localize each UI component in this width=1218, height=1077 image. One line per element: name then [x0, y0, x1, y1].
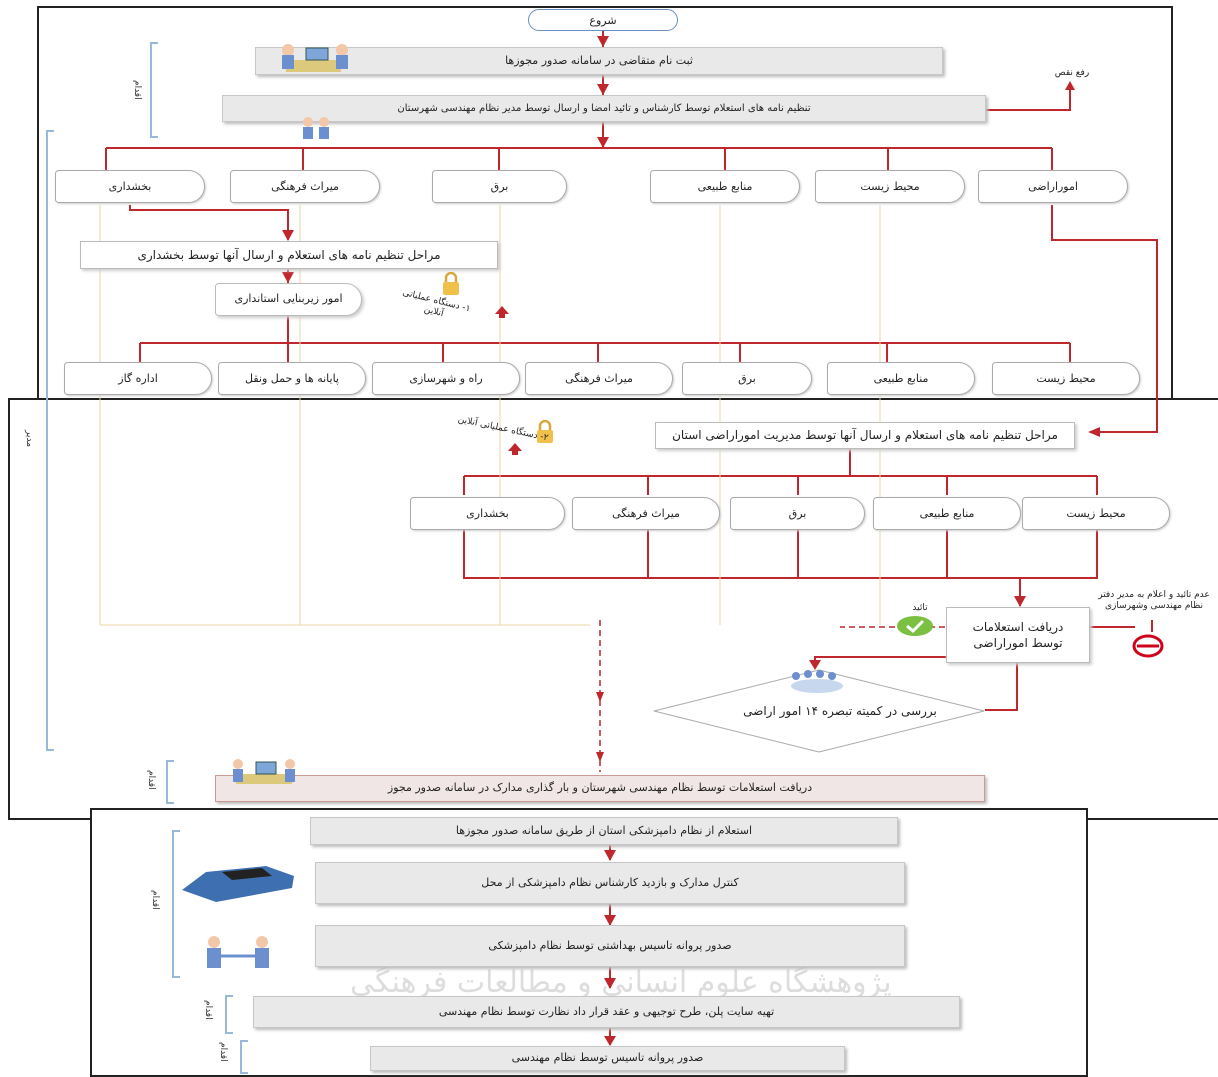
- control-docs-label: کنترل مدارک و بازدید کارشناس نظام دامپزش…: [481, 875, 739, 889]
- health-license-step: صدور پروانه تاسیس بهداشتی توسط نظام دامپ…: [315, 925, 905, 967]
- dept-gov-terminals: پایانه ها و حمل ونقل: [218, 362, 366, 395]
- people-computer-icon-2: [233, 759, 295, 784]
- dept-gov-environment: محیط زیست: [992, 362, 1140, 395]
- check-icon: [897, 616, 933, 636]
- dept-top-natural-resources: منابع طبیعی: [650, 170, 800, 203]
- watermark-text: پژوهشگاه علوم انسانی و مطالعات فرهنگی: [350, 965, 892, 1000]
- governorate-label: امور زیربنایی استانداری: [234, 292, 343, 306]
- phase-bracket-2: [46, 130, 54, 751]
- register-step: ثبت نام متقاضی در سامانه صدور مجوزها: [255, 47, 943, 75]
- commission-label: بررسی در کمیته تبصره ۱۴ امور اراضی: [743, 703, 937, 718]
- dept-gov-natural-resources: منابع طبیعی: [827, 362, 975, 395]
- vet-inquiry-label: استعلام از نظام دامپزشکی استان از طریق س…: [455, 823, 753, 837]
- dept-gov-roads: راه و شهرسازی: [372, 362, 520, 395]
- dept-top-heritage: میراث فرهنگی: [230, 170, 380, 203]
- site-plan-step: تهیه سایت پلن، طرح توجیهی و عقد قرار داد…: [253, 996, 960, 1028]
- people-icon: [303, 117, 329, 139]
- land-steps: مراحل تنظیم نامه های استعلام و ارسال آنه…: [655, 422, 1075, 449]
- eng-license-label: صدور پروانه تاسیس توسط نظام مهندسی: [511, 1051, 704, 1065]
- control-docs-step: کنترل مدارک و بازدید کارشناس نظام دامپزش…: [315, 862, 905, 904]
- dept-land-heritage: میراث فرهنگی: [572, 497, 720, 530]
- receive-eng-step: دریافت استعلامات توسط نظام مهندسی شهرستا…: [215, 775, 985, 802]
- site-plan-label: تهیه سایت پلن، طرح توجیهی و عقد قرار داد…: [438, 1004, 775, 1018]
- phase-label-3: اقدام: [146, 770, 156, 790]
- car-icon: [182, 866, 294, 902]
- reject-note: عدم تائید و اعلام به مدیر دفتر نظام مهند…: [1098, 590, 1210, 611]
- phase-bracket-6: [240, 1040, 248, 1074]
- health-license-label: صدور پروانه تاسیس بهداشتی توسط نظام دامپ…: [488, 938, 732, 952]
- receive-eng-label: دریافت استعلامات توسط نظام مهندسی شهرستا…: [387, 781, 813, 795]
- dept-gov-gas: اداره گاز: [64, 362, 212, 395]
- up-arrow-icon: [495, 306, 509, 318]
- phase-bracket-4: [172, 830, 180, 978]
- dept-land-environment: محیط زیست: [1022, 497, 1170, 530]
- lock-icon: [443, 272, 459, 295]
- dept-land-natural-resources: منابع طبیعی: [873, 497, 1021, 530]
- dept-land-electricity: برق: [730, 497, 865, 530]
- inquiry-prep-label: تنظیم نامه های استعلام توسط کارشناس و تا…: [397, 102, 811, 114]
- dept-top-land: اموراراضی: [978, 170, 1128, 203]
- register-step-label: ثبت نام متقاضی در سامانه صدور مجوزها: [505, 53, 693, 67]
- dept-top-district: بخشداری: [55, 170, 205, 203]
- district-steps: مراحل تنظیم نامه های استعلام و ارسال آنه…: [80, 241, 498, 269]
- dept-land-district: بخشداری: [410, 497, 565, 530]
- phase-bracket-3: [166, 760, 174, 804]
- meeting-icon: [791, 670, 843, 693]
- dept-gov-electricity: برق: [682, 362, 812, 395]
- receive-land-node: دریافت استعلامات توسط اموراراضی: [946, 607, 1090, 663]
- phase-label-6: اقدام: [218, 1042, 228, 1062]
- handshake-icon: [207, 936, 269, 968]
- commission-node: بررسی در کمیته تبصره ۱۴ امور اراضی: [740, 693, 940, 729]
- dept-top-environment: محیط زیست: [815, 170, 965, 203]
- commission-diamond: [653, 669, 985, 753]
- phase-label-2: مدیر: [24, 430, 34, 448]
- receive-land-label: دریافت استعلامات توسط اموراراضی: [972, 619, 1064, 650]
- phase-bracket-5: [225, 995, 233, 1034]
- approve-label: تائید: [912, 603, 928, 613]
- fix-defect-note: رفع نقص: [1054, 68, 1090, 78]
- dept-top-electricity: برق: [432, 170, 567, 203]
- phase-label-5: اقدام: [203, 1000, 213, 1020]
- eng-license-step: صدور پروانه تاسیس توسط نظام مهندسی: [370, 1046, 845, 1071]
- district-steps-label: مراحل تنظیم نامه های استعلام و ارسال آنه…: [137, 247, 441, 262]
- vet-inquiry-step: استعلام از نظام دامپزشکی استان از طریق س…: [310, 817, 898, 845]
- phase-bracket-1: [150, 42, 158, 138]
- phase-label-4: اقدام: [150, 890, 160, 910]
- lock-icon-2: [537, 420, 553, 443]
- inquiry-prep-step: تنظیم نامه های استعلام توسط کارشناس و تا…: [222, 95, 986, 122]
- phase-label-1: اقدام: [132, 80, 142, 100]
- land-steps-label: مراحل تنظیم نامه های استعلام و ارسال آنه…: [672, 428, 1058, 443]
- no-entry-icon: [1132, 634, 1164, 658]
- governorate-node: امور زیربنایی استانداری: [215, 283, 362, 316]
- people-computer-icon: [282, 44, 348, 72]
- start-node: شروع: [528, 9, 678, 31]
- up-arrow-icon-2: [508, 443, 522, 455]
- dept-gov-heritage: میراث فرهنگی: [525, 362, 673, 395]
